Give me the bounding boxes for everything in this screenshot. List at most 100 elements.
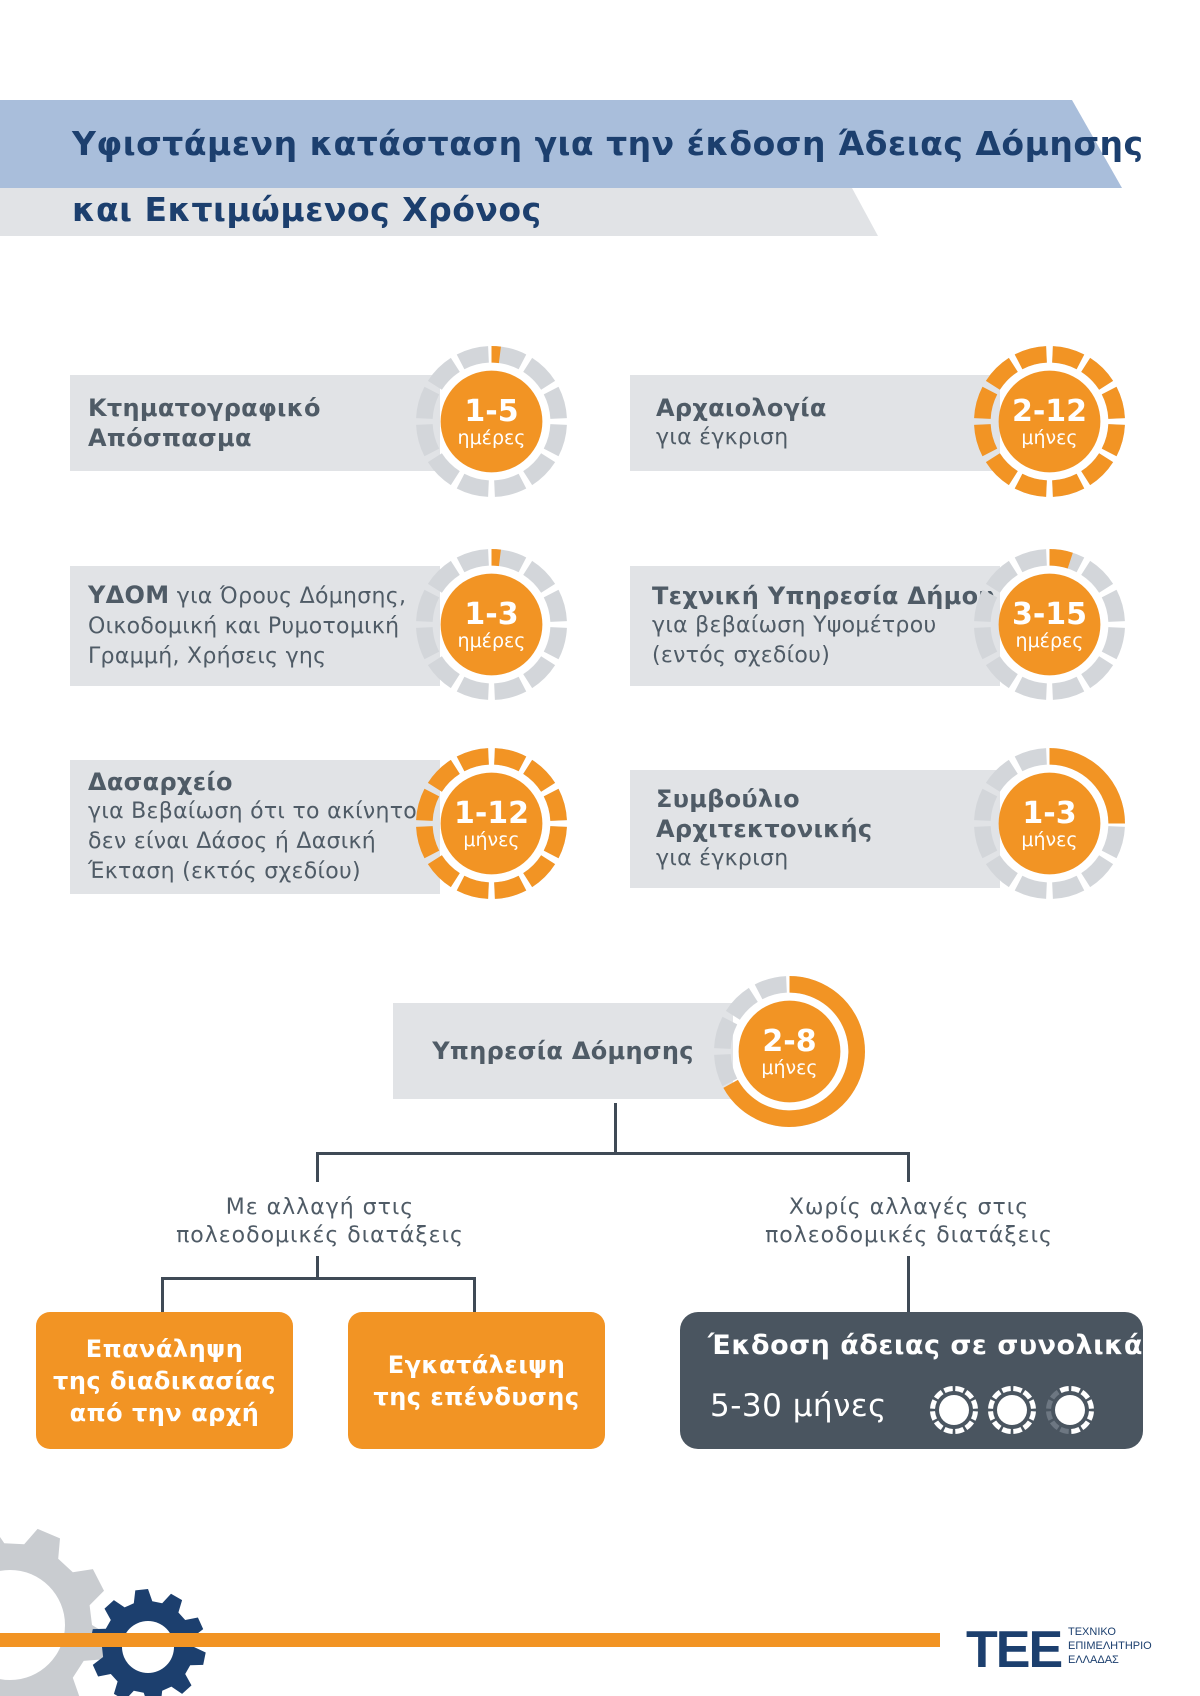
step-subtitle-line2: για βεβαίωση Υψομέτρου	[652, 613, 937, 638]
step-title: Τεχνική Υπηρεσία Δήμου	[652, 582, 995, 610]
year-ring-segment	[988, 1411, 996, 1421]
ring-segment	[427, 560, 460, 593]
duration-ring-building-service: 2-8 μήνες	[712, 974, 867, 1129]
logo-line3: ΕΛΛΑΔΑΣ	[1068, 1654, 1119, 1666]
year-ring-segment	[1028, 1399, 1036, 1409]
main-step-title: Υπηρεσία Δόμησης	[432, 1037, 694, 1065]
year-ring-center	[1055, 1395, 1085, 1425]
ring-fill	[974, 424, 998, 457]
ring-segment	[1014, 676, 1047, 700]
year-ring-segment	[970, 1411, 978, 1421]
step-subtitle-line2: για Βεβαίωση ότι το ακίνητο	[88, 799, 418, 824]
main-step-card-building-service: Υπηρεσία Δόμησης	[393, 1003, 733, 1099]
year-ring-segment	[1086, 1411, 1094, 1421]
step-title-line2: Απόσπασμα	[88, 424, 252, 452]
ring-segment	[1014, 748, 1047, 772]
ring-center	[998, 772, 1101, 875]
branch-label-line2: πολεοδομικές διατάξεις	[176, 1223, 464, 1248]
ring-fill	[1101, 424, 1125, 457]
ring-fill	[456, 875, 489, 899]
year-ring-segment	[1059, 1426, 1069, 1434]
ring-center	[440, 573, 543, 676]
ring-fill	[985, 453, 1018, 486]
ring-fill	[974, 386, 998, 419]
footer-accent-bar	[0, 1633, 940, 1647]
ring-fill	[494, 875, 527, 899]
year-ring-segment	[1071, 1386, 1081, 1394]
ring-fill	[491, 346, 501, 364]
ring-segment	[494, 473, 527, 497]
ring-segment	[494, 549, 527, 573]
title-banner-top	[0, 100, 1125, 188]
ring-fill	[416, 826, 440, 859]
ring-segment	[456, 549, 489, 573]
step-subtitle-line3: δεν είναι Δάσος ή Δασική	[88, 829, 377, 854]
duration-ring-architecture: 1-3 μήνες	[972, 746, 1127, 901]
ring-segment	[523, 656, 556, 689]
year-ring-segment	[970, 1399, 978, 1409]
ring-fill	[1049, 549, 1073, 569]
step-title-rest: για Όρους Δόμησης,	[169, 584, 407, 609]
year-ring-segment	[991, 1420, 1002, 1431]
duration-ring-municipal: 3-15 ημέρες	[972, 547, 1127, 702]
ring-segment	[416, 627, 440, 660]
connector-main-down	[614, 1103, 617, 1153]
total-value: 5-30 μήνες	[710, 1388, 887, 1424]
ring-segment	[427, 357, 460, 390]
year-ring-segment	[1080, 1420, 1091, 1431]
year-ring-center	[997, 1395, 1027, 1425]
logo-line1: ΤΕΧΝΙΚΟ	[1068, 1626, 1116, 1638]
duration-ring-forestry: 1-12 μήνες	[414, 746, 569, 901]
title-banner-bottom	[0, 188, 880, 236]
ring-segment	[416, 386, 440, 419]
ring-fill	[1081, 453, 1114, 486]
ring-fill	[416, 788, 440, 821]
duration-value: 2-12	[1011, 393, 1088, 429]
ring-center	[738, 1000, 841, 1103]
ring-segment	[1081, 560, 1114, 593]
outcome-total-permit-time: Έκδοση άδειας σε συνολικά 5-30 μήνες	[680, 1312, 1143, 1449]
year-ring-segment	[1049, 1420, 1060, 1431]
ring-fill	[1081, 357, 1114, 390]
step-card-archaeology: Αρχαιολογία για έγκριση	[630, 375, 1000, 471]
year-ring-segment	[1049, 1389, 1060, 1400]
ring-fill	[985, 357, 1018, 390]
gear-hole	[0, 1570, 65, 1680]
ring-fill	[427, 855, 460, 888]
year-ring-segment	[943, 1426, 953, 1434]
duration-value: 1-3	[464, 596, 519, 632]
step-subtitle: για έγκριση	[656, 846, 789, 871]
outcome-line3: από την αρχή	[69, 1398, 260, 1427]
step-card-municipal-technical-service: Τεχνική Υπηρεσία Δήμου για βεβαίωση Υψομ…	[630, 566, 1000, 686]
ring-fill	[523, 759, 556, 792]
page-title-line1: Υφιστάμενη κατάσταση για την έκδοση Άδει…	[72, 124, 1144, 163]
gear-icon	[0, 1528, 110, 1696]
branch-label-line1: Χωρίς αλλαγές στις	[788, 1195, 1030, 1220]
ring-segment	[543, 627, 567, 660]
tee-logo: ΤΕΕ	[966, 1621, 1063, 1679]
ring-segment	[1014, 875, 1047, 899]
year-ring-segment	[1046, 1411, 1054, 1421]
year-ring-segment	[1071, 1426, 1081, 1434]
step-card-forestry-office: Δασαρχείο για Βεβαίωση ότι το ακίνητο δε…	[70, 760, 440, 894]
ring-segment	[714, 1016, 738, 1049]
year-ring-center	[939, 1395, 969, 1425]
year-ring-segment	[1022, 1420, 1033, 1431]
outcome-line2: της επένδυσης	[373, 1382, 580, 1411]
year-ring-segment	[1013, 1386, 1023, 1394]
connector-right-sub	[907, 1256, 910, 1314]
ring-segment	[523, 453, 556, 486]
ring-segment	[456, 346, 489, 370]
year-ring-segment	[1059, 1386, 1069, 1394]
ring-segment	[725, 987, 758, 1020]
year-ring-segment	[991, 1389, 1002, 1400]
step-subtitle-line2: Οικοδομική και Ρυμοτομική	[88, 614, 400, 639]
year-ring-segment	[933, 1389, 944, 1400]
duration-unit: ημέρες	[457, 629, 526, 652]
duration-value: 1-5	[464, 393, 519, 429]
ring-segment	[1101, 589, 1125, 622]
outcome-line1: Εγκατάλειψη	[387, 1350, 566, 1379]
logo-line2: ΕΠΙΜΕΛΗΤΗΡΙΟ	[1068, 1640, 1152, 1652]
ring-segment	[974, 589, 998, 622]
duration-value: 1-3	[1022, 795, 1077, 831]
